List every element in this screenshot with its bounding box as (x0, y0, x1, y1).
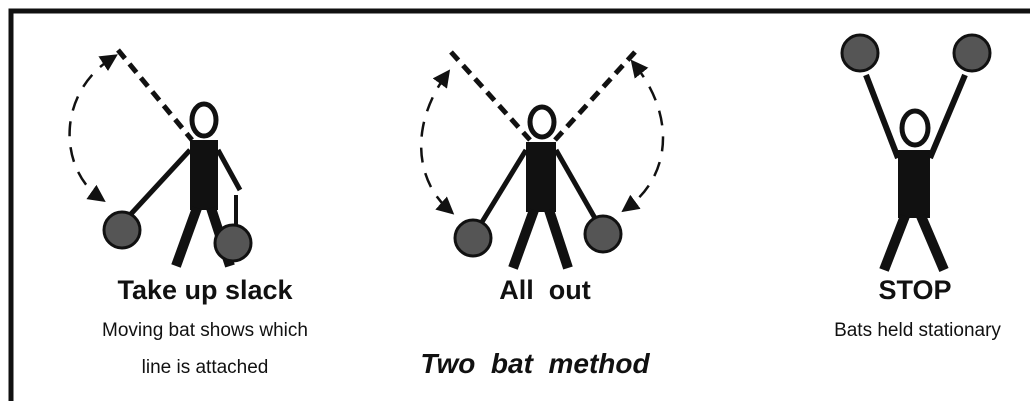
signal-description-line: Moving bat shows which (102, 320, 308, 341)
movement-arrow-arc-right (621, 59, 665, 213)
bat (453, 218, 493, 258)
torso (190, 140, 218, 210)
leg-right (544, 208, 573, 270)
bat (952, 33, 992, 73)
head (189, 101, 219, 139)
figure-stop (840, 33, 992, 272)
bat (583, 214, 623, 254)
arm-right (553, 148, 599, 222)
signal-description-line: line is attached (141, 357, 269, 378)
signal-title-take-up-slack: Take up slack (117, 275, 293, 305)
movement-arrow-arc (68, 54, 118, 203)
bat (840, 33, 880, 73)
diagram-border (8, 8, 1030, 401)
leg-left (508, 208, 539, 270)
leg-left (879, 214, 910, 272)
signal-title-stop: STOP (878, 275, 952, 305)
signal-description-line: Bats held stationary (834, 320, 1001, 341)
arm-left (128, 148, 192, 217)
figure-take-up-slack (68, 48, 253, 268)
line-dashed-left (449, 50, 532, 142)
bat (213, 223, 253, 263)
torso (898, 150, 930, 218)
arm-left (863, 73, 901, 160)
arm-right (215, 148, 243, 192)
signal-title-all-out: All out (499, 275, 591, 305)
figure-all-out (419, 50, 665, 270)
bat (102, 210, 142, 250)
arm-right (927, 73, 968, 160)
leg-right (916, 214, 949, 272)
leg-left (171, 206, 202, 268)
arm-left (479, 148, 529, 224)
movement-arrow-arc-left (419, 69, 455, 215)
line-dashed (116, 48, 194, 142)
head (899, 108, 931, 148)
torso (526, 142, 556, 212)
diagram-caption: Two bat method (420, 348, 650, 379)
line-dashed-right (553, 50, 637, 142)
head (527, 104, 557, 140)
